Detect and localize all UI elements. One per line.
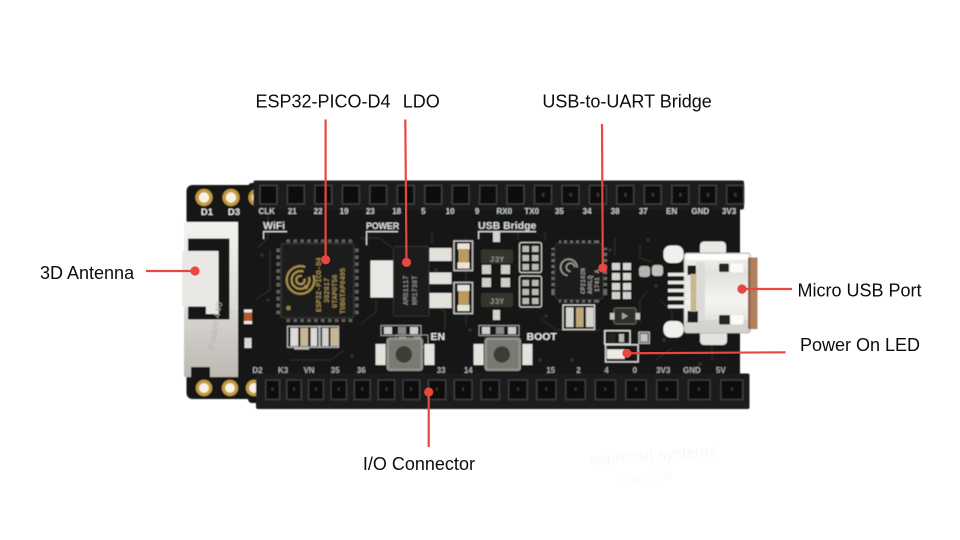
svg-text:RX0: RX0 (497, 207, 513, 216)
svg-text:0: 0 (633, 366, 638, 375)
svg-text:J3Y: J3Y (490, 256, 505, 265)
svg-text:34: 34 (583, 207, 592, 216)
svg-text:2: 2 (576, 366, 581, 375)
svg-text:5V: 5V (716, 366, 726, 375)
svg-text:22: 22 (314, 207, 323, 216)
svg-text:ESP32-PICO-D4: ESP32-PICO-D4 (316, 257, 324, 312)
svg-text:3V3: 3V3 (656, 366, 671, 375)
svg-text:36: 36 (357, 366, 366, 375)
svg-text:POWER: POWER (366, 221, 400, 231)
svg-text:33: 33 (437, 366, 446, 375)
svg-text:10: 10 (446, 207, 455, 216)
svg-text:espressif systems: espressif systems (589, 443, 717, 469)
svg-text:J3Y: J3Y (490, 298, 505, 307)
svg-text:BOOT: BOOT (527, 331, 558, 343)
svg-text:LDO: LDO (403, 92, 440, 112)
svg-text:D2: D2 (252, 366, 263, 375)
svg-text:1741 A: 1741 A (594, 269, 601, 292)
svg-text:EN: EN (666, 207, 677, 216)
svg-text:CP2102N: CP2102N (580, 268, 587, 294)
svg-text:35: 35 (555, 207, 564, 216)
svg-text:GTAPOT56: GTAPOT56 (332, 274, 340, 308)
svg-text:AMS1117: AMS1117 (403, 276, 411, 305)
svg-text:shanghai: shanghai (619, 467, 673, 486)
svg-text:14: 14 (464, 366, 473, 375)
svg-text:15: 15 (546, 366, 555, 375)
svg-text:5: 5 (421, 207, 426, 216)
svg-text:382017: 382017 (324, 278, 332, 303)
svg-text:4: 4 (604, 366, 609, 375)
svg-text:HM1738T: HM1738T (412, 276, 420, 305)
svg-text:23: 23 (366, 207, 375, 216)
svg-text:19: 19 (340, 207, 349, 216)
svg-text:3V3: 3V3 (722, 207, 737, 216)
svg-text:EN: EN (431, 331, 446, 343)
svg-text:Power On LED: Power On LED (800, 335, 920, 355)
svg-text:3D Antenna: 3D Antenna (40, 263, 135, 283)
svg-text:Micro USB Port: Micro USB Port (798, 281, 922, 301)
svg-text:D3: D3 (228, 207, 240, 218)
svg-text:37: 37 (639, 207, 648, 216)
svg-text:USB-to-UART Bridge: USB-to-UART Bridge (542, 92, 711, 112)
svg-text:USB Bridge: USB Bridge (478, 220, 537, 232)
svg-text:TUBGTAP0495: TUBGTAP0495 (340, 268, 348, 314)
svg-text:ESP32-PICO-D4: ESP32-PICO-D4 (256, 92, 391, 112)
svg-text:A00LQ: A00LQ (587, 275, 594, 294)
svg-text:K3: K3 (278, 366, 289, 375)
svg-text:I/O Connector: I/O Connector (363, 454, 475, 474)
svg-text:35: 35 (331, 366, 340, 375)
svg-text:VN: VN (303, 366, 314, 375)
svg-text:GND: GND (691, 207, 709, 216)
svg-text:GND: GND (683, 366, 701, 375)
svg-text:9: 9 (475, 207, 480, 216)
svg-text:38: 38 (611, 207, 620, 216)
svg-text:18: 18 (392, 207, 401, 216)
svg-text:WiFi: WiFi (263, 220, 285, 232)
svg-text:21: 21 (288, 207, 297, 216)
svg-text:CLK: CLK (258, 207, 275, 216)
svg-text:D1: D1 (201, 207, 214, 218)
svg-text:TX0: TX0 (524, 207, 539, 216)
